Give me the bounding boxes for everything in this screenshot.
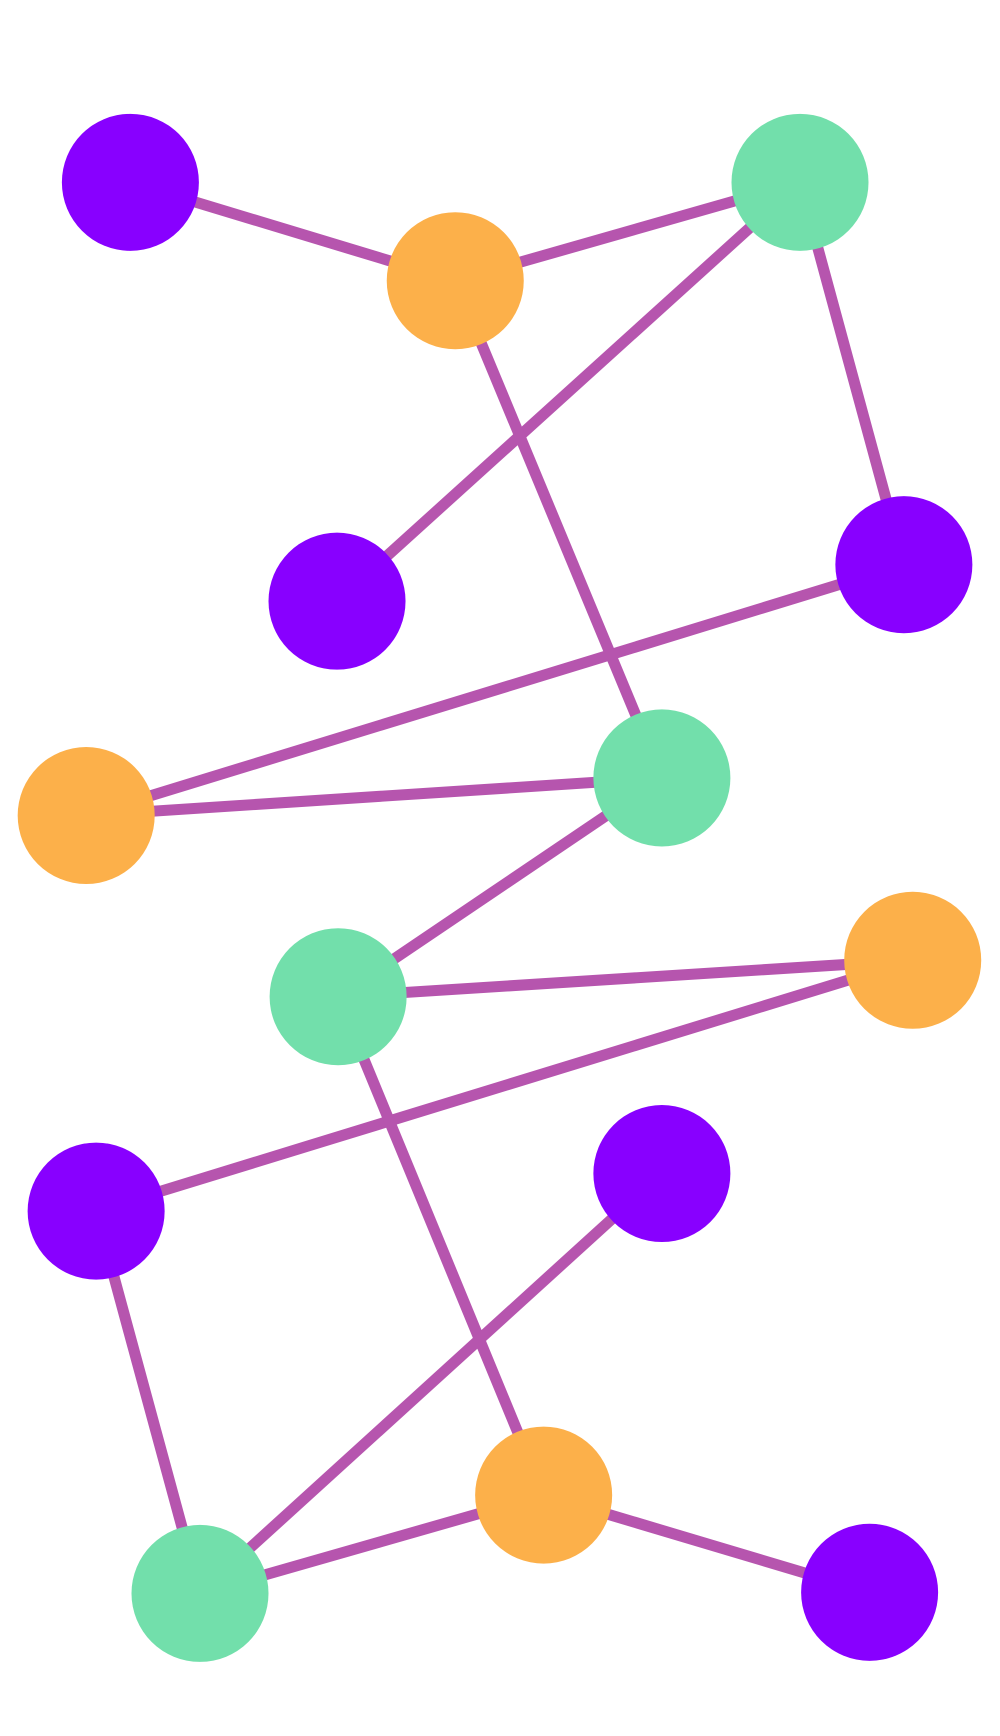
edge-F-G: [85, 772, 663, 822]
node-B-orange: [386, 212, 524, 350]
edges: [84, 177, 915, 1599]
edge-B-G: [450, 278, 667, 781]
node-A-purple: [61, 113, 199, 251]
node-F-orange: [17, 747, 155, 885]
node-M-green: [131, 1524, 269, 1662]
edge-E-F: [84, 559, 906, 821]
nodes: [17, 113, 982, 1662]
node-I-orange: [844, 891, 982, 1029]
edge-H-L: [333, 994, 549, 1498]
node-N-purple: [801, 1523, 939, 1661]
node-J-purple: [27, 1142, 165, 1280]
edge-I-J: [94, 954, 915, 1217]
node-G-green: [593, 709, 731, 847]
node-E-purple: [835, 496, 973, 634]
edge-C-D: [333, 178, 804, 606]
node-L-orange: [475, 1426, 613, 1564]
edge-K-M: [196, 1169, 666, 1598]
node-D-purple: [268, 532, 406, 670]
node-C-green: [731, 113, 869, 251]
edge-H-I: [337, 954, 914, 1003]
node-H-green: [269, 928, 407, 1066]
node-K-purple: [593, 1105, 731, 1243]
